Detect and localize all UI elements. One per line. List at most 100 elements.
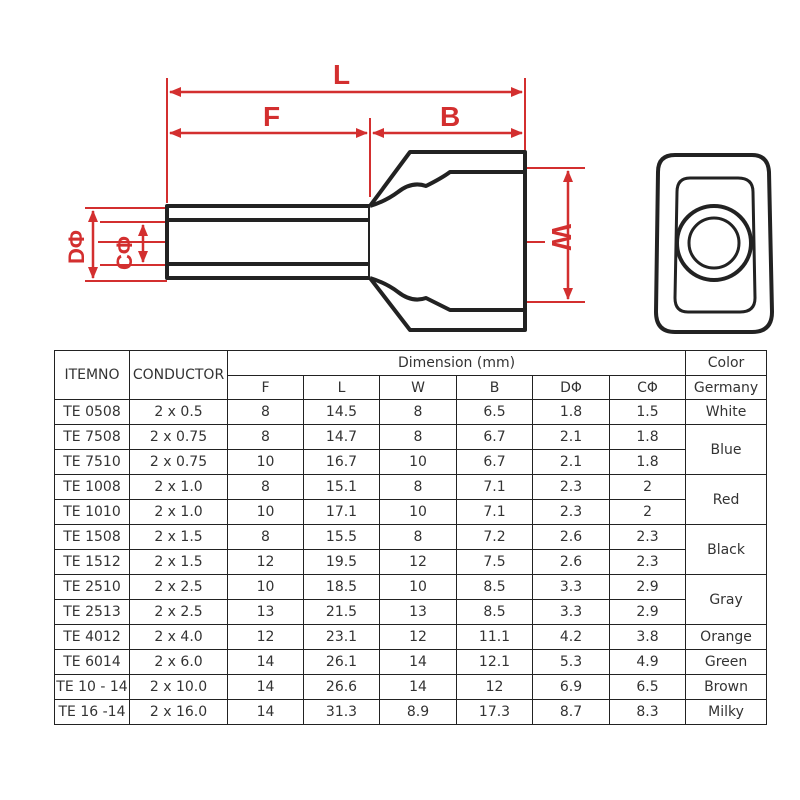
cell-item: TE 1010 bbox=[54, 499, 130, 525]
header-dim-d: DΦ bbox=[532, 375, 610, 400]
cell-conductor: 2 x 1.5 bbox=[129, 524, 228, 550]
cell-b: 12.1 bbox=[456, 649, 533, 675]
cell-f: 10 bbox=[227, 449, 304, 475]
cell-color: Red bbox=[685, 474, 768, 525]
cell-d: 2.1 bbox=[532, 449, 610, 475]
cell-w: 13 bbox=[379, 599, 457, 625]
cell-conductor: 2 x 1.0 bbox=[129, 499, 228, 525]
cell-d: 6.9 bbox=[532, 674, 610, 700]
cell-b: 6.7 bbox=[456, 449, 533, 475]
cell-item: TE 1008 bbox=[54, 474, 130, 500]
cell-l: 15.5 bbox=[303, 524, 380, 550]
cell-d: 2.6 bbox=[532, 549, 610, 575]
cell-d: 3.3 bbox=[532, 599, 610, 625]
header-color-germany: Germany bbox=[685, 375, 768, 400]
cell-c: 4.9 bbox=[608, 649, 687, 675]
cell-conductor: 2 x 2.5 bbox=[129, 574, 228, 600]
cell-b: 8.5 bbox=[456, 574, 533, 600]
cell-c: 2 bbox=[608, 499, 687, 525]
cell-w: 8 bbox=[379, 399, 457, 425]
cell-b: 8.5 bbox=[456, 599, 533, 625]
cell-w: 10 bbox=[379, 449, 457, 475]
cell-item: TE 7510 bbox=[54, 449, 130, 475]
label-b: B bbox=[440, 101, 460, 132]
cell-conductor: 2 x 6.0 bbox=[129, 649, 228, 675]
cell-w: 8 bbox=[379, 524, 457, 550]
cell-f: 8 bbox=[227, 399, 304, 425]
cell-color: Orange bbox=[685, 624, 768, 650]
cell-l: 14.7 bbox=[303, 424, 380, 450]
cell-w: 8 bbox=[379, 424, 457, 450]
cell-l: 14.5 bbox=[303, 399, 380, 425]
cell-d: 2.6 bbox=[532, 524, 610, 550]
cell-b: 7.5 bbox=[456, 549, 533, 575]
label-c: CΦ bbox=[112, 236, 137, 270]
cell-item: TE 0508 bbox=[54, 399, 130, 425]
cell-l: 17.1 bbox=[303, 499, 380, 525]
label-f: F bbox=[263, 101, 280, 132]
label-w: W bbox=[546, 224, 577, 251]
cell-l: 31.3 bbox=[303, 699, 380, 725]
header-color: Color bbox=[685, 350, 768, 376]
cell-b: 12 bbox=[456, 674, 533, 700]
cell-c: 1.5 bbox=[608, 399, 687, 425]
cell-conductor: 2 x 10.0 bbox=[129, 674, 228, 700]
ferrule-end-view bbox=[654, 153, 774, 334]
cell-b: 17.3 bbox=[456, 699, 533, 725]
cell-color: White bbox=[685, 399, 768, 425]
cell-color: Green bbox=[685, 649, 768, 675]
cell-l: 26.1 bbox=[303, 649, 380, 675]
header-dim-l: L bbox=[303, 375, 380, 400]
cell-c: 8.3 bbox=[608, 699, 687, 725]
cell-c: 2.3 bbox=[608, 549, 687, 575]
cell-w: 8 bbox=[379, 474, 457, 500]
cell-b: 6.7 bbox=[456, 424, 533, 450]
cell-conductor: 2 x 0.5 bbox=[129, 399, 228, 425]
cell-f: 10 bbox=[227, 574, 304, 600]
cell-f: 14 bbox=[227, 649, 304, 675]
cell-l: 21.5 bbox=[303, 599, 380, 625]
cell-b: 7.1 bbox=[456, 474, 533, 500]
ferrule-collar bbox=[368, 150, 527, 332]
cell-color: Brown bbox=[685, 674, 768, 700]
cell-conductor: 2 x 1.5 bbox=[129, 549, 228, 575]
dimension-arrows bbox=[88, 87, 573, 300]
cell-c: 2 bbox=[608, 474, 687, 500]
cell-b: 11.1 bbox=[456, 624, 533, 650]
ferrule-spec-table: ITEMNO CONDUCTOR Dimension (mm) Color F … bbox=[54, 350, 768, 725]
cell-item: TE 4012 bbox=[54, 624, 130, 650]
cell-d: 2.1 bbox=[532, 424, 610, 450]
cell-color: Blue bbox=[685, 424, 768, 475]
cell-c: 1.8 bbox=[608, 424, 687, 450]
cell-f: 14 bbox=[227, 674, 304, 700]
cell-c: 6.5 bbox=[608, 674, 687, 700]
cell-c: 1.8 bbox=[608, 449, 687, 475]
cell-item: TE 1508 bbox=[54, 524, 130, 550]
cell-conductor: 2 x 1.0 bbox=[129, 474, 228, 500]
cell-l: 23.1 bbox=[303, 624, 380, 650]
label-l: L bbox=[333, 59, 350, 90]
cell-conductor: 2 x 16.0 bbox=[129, 699, 228, 725]
cell-f: 13 bbox=[227, 599, 304, 625]
cell-d: 2.3 bbox=[532, 474, 610, 500]
header-dim-f: F bbox=[227, 375, 304, 400]
cell-w: 8.9 bbox=[379, 699, 457, 725]
header-itemno: ITEMNO bbox=[54, 350, 130, 400]
cell-d: 3.3 bbox=[532, 574, 610, 600]
cell-item: TE 2510 bbox=[54, 574, 130, 600]
cell-l: 19.5 bbox=[303, 549, 380, 575]
ferrule-side-view bbox=[165, 150, 527, 332]
cell-f: 8 bbox=[227, 524, 304, 550]
cell-c: 3.8 bbox=[608, 624, 687, 650]
cell-conductor: 2 x 4.0 bbox=[129, 624, 228, 650]
